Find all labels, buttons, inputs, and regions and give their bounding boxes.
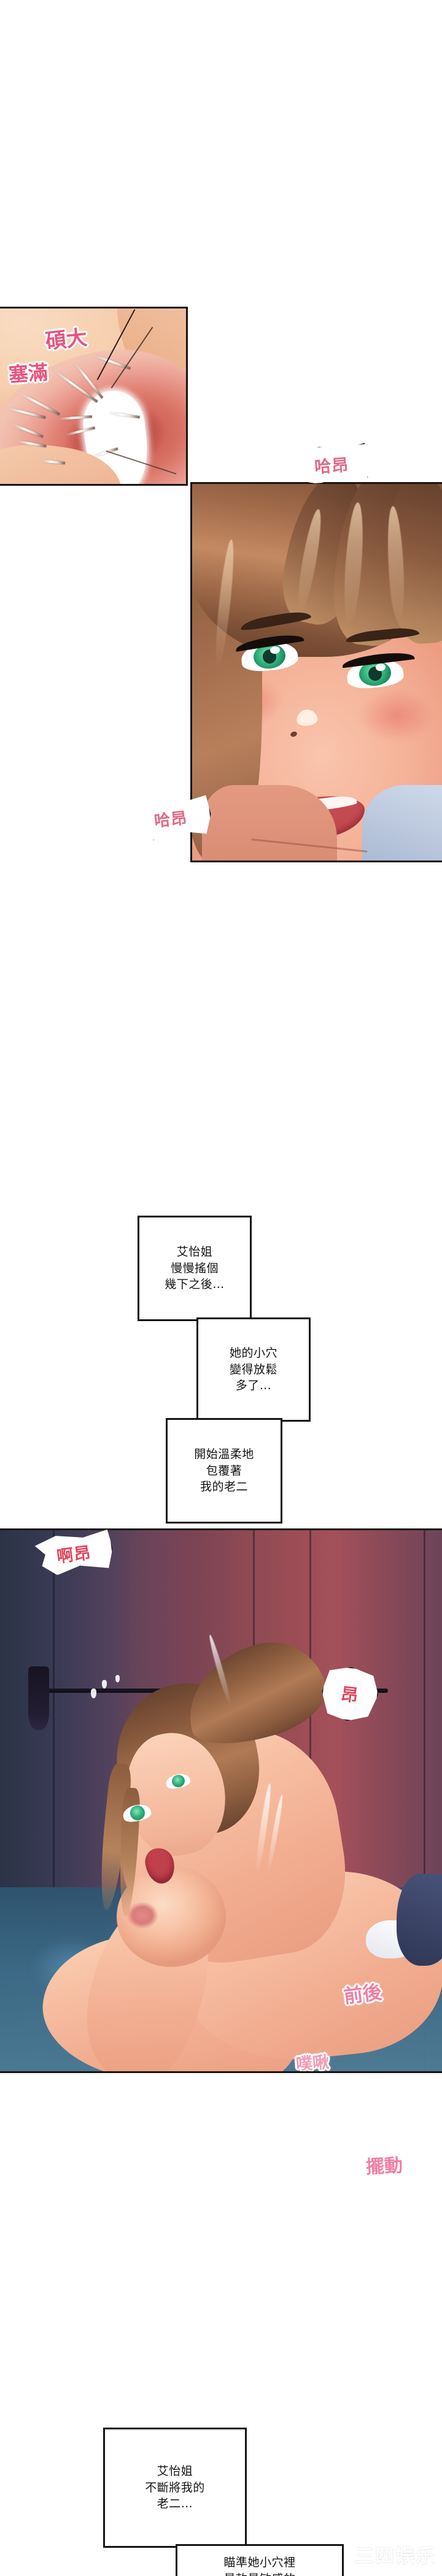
sfx-a-ang: 啊昂 bbox=[55, 1543, 93, 1566]
narration-line: 幾下之後… bbox=[165, 1278, 225, 1292]
sfx-ang: 昂 bbox=[339, 1684, 360, 1706]
narration-line: 慢慢搖個 bbox=[170, 1261, 219, 1275]
sfx-bai-dong: 擺動 bbox=[365, 2155, 403, 2179]
shoulder-cloth bbox=[362, 785, 442, 861]
narration-box-3: 開始溫柔地 包覆著 我的老二 bbox=[166, 1418, 282, 1524]
locker-divider-4 bbox=[424, 1530, 425, 2071]
hanging-fixture bbox=[28, 1666, 49, 1730]
blush-right bbox=[344, 679, 442, 753]
narration-line: 包覆著 bbox=[206, 1463, 242, 1478]
areola bbox=[126, 1902, 158, 1929]
sweat-drop-2 bbox=[102, 1680, 107, 1689]
narration-box-1: 艾怡姐 慢慢搖個 幾下之後… bbox=[138, 1216, 252, 1321]
locker-divider-1 bbox=[53, 1530, 55, 2071]
sfx-ha-ang-bottom: 哈昂 bbox=[153, 808, 188, 831]
iris-near bbox=[128, 1804, 147, 1822]
narration-line: 瞄準她小穴裡 bbox=[223, 2556, 296, 2569]
narration-box-2: 她的小穴 變得放鬆 多了… bbox=[196, 1317, 311, 1422]
narration-line: 她的小穴 bbox=[229, 1346, 277, 1360]
face-closeup-panel bbox=[190, 482, 442, 862]
site-watermark: 三四娱乐 bbox=[355, 2545, 436, 2567]
closeup-penetration-panel: 碩大 塞滿 bbox=[0, 307, 188, 486]
narration-box-4: 艾怡姐 不斷將我的 老二… bbox=[103, 2428, 247, 2548]
iris-far bbox=[171, 1773, 187, 1788]
locker-room-scene-panel: 前後 噗啾 bbox=[0, 1528, 442, 2073]
narration-line: 變得放鬆 bbox=[229, 1362, 277, 1376]
sfx-ha-ang-top: 哈昂 bbox=[314, 455, 350, 477]
neck bbox=[202, 785, 338, 861]
narration-line: 老二… bbox=[157, 2497, 193, 2511]
narration-line: 多了… bbox=[235, 1379, 272, 1393]
narration-line: 開始溫柔地 bbox=[194, 1447, 254, 1461]
sweat-drop-3 bbox=[115, 1675, 120, 1682]
narration-line: 我的老二 bbox=[200, 1480, 248, 1494]
narration-box-5: 瞄準她小穴裡 最軟最敏感的 bbox=[176, 2544, 344, 2576]
narration-line: 艾怡姐 bbox=[176, 1244, 213, 1259]
dark-cloth bbox=[397, 1874, 442, 1966]
narration-line: 最軟最敏感的 bbox=[223, 2571, 295, 2576]
sfx-burst-ha-ang-top: 哈昂 bbox=[294, 443, 369, 486]
narration-line: 艾怡姐 bbox=[157, 2464, 193, 2478]
sweat-drop-1 bbox=[91, 1689, 96, 1698]
narration-line: 不斷將我的 bbox=[145, 2480, 205, 2494]
